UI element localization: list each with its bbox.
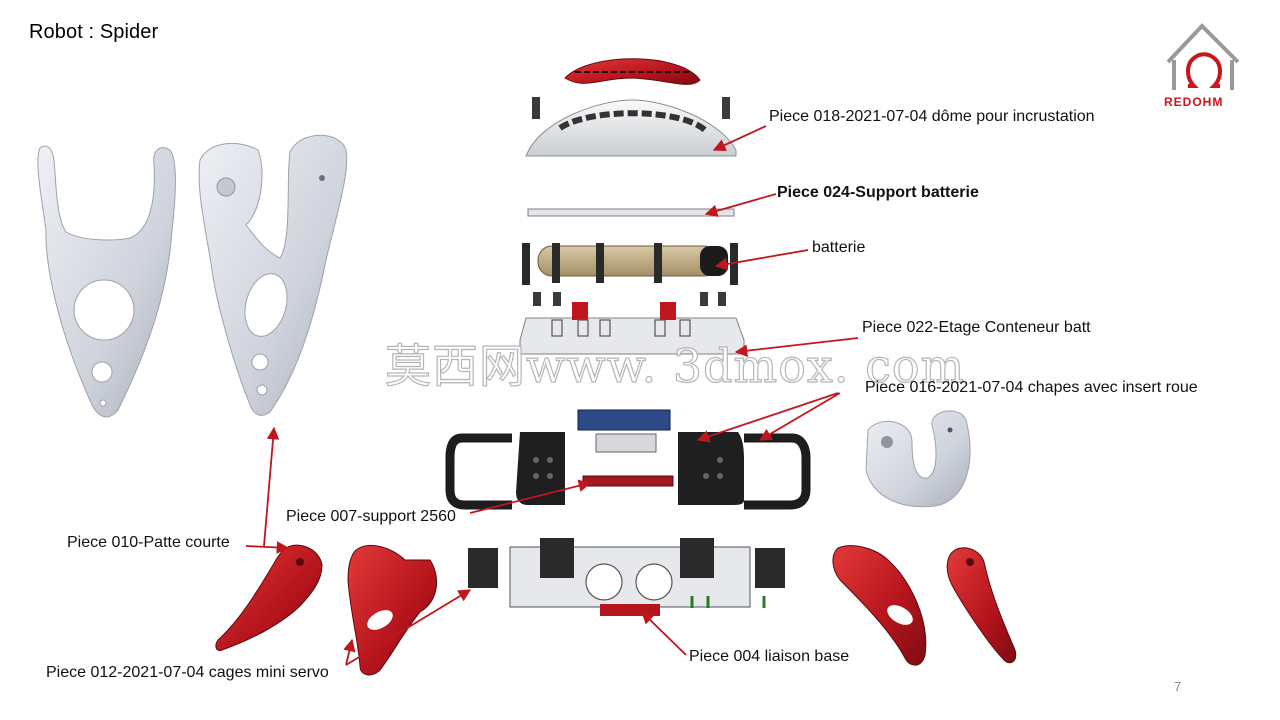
battery-support-part bbox=[527, 208, 735, 217]
controller-board-support bbox=[577, 409, 674, 487]
base-assembly bbox=[468, 538, 785, 616]
label-battery-container: Piece 022-Etage Conteneur batt bbox=[862, 319, 1091, 336]
label-battery: batterie bbox=[812, 239, 866, 256]
logo-text: REDOHM bbox=[1164, 95, 1224, 109]
dome-part bbox=[525, 58, 737, 157]
arrow-battery-container bbox=[734, 337, 859, 357]
clevis-parts bbox=[445, 432, 811, 510]
omega-house-logo-icon bbox=[1166, 23, 1240, 90]
clevis-part-standalone bbox=[865, 410, 971, 508]
arrow-dome bbox=[712, 125, 767, 151]
arrow-battery bbox=[714, 249, 809, 271]
page-number: 7 bbox=[1174, 679, 1182, 694]
arrow-servo-cages-2 bbox=[343, 638, 356, 666]
short-leg-part-front-view bbox=[37, 145, 176, 418]
arrow-support-2560 bbox=[469, 479, 592, 514]
label-support-2560: Piece 007-support 2560 bbox=[286, 508, 456, 525]
label-battery-support: Piece 024-Support batterie bbox=[777, 184, 979, 201]
arrow-battery-support bbox=[704, 193, 777, 217]
battery-container-part bbox=[519, 302, 745, 355]
arrow-clevis-1 bbox=[696, 392, 839, 443]
arrow-clevis-2 bbox=[758, 392, 841, 441]
watermark-text: 莫西网www. 3dmox. com bbox=[384, 338, 966, 393]
arrow-short-leg-right bbox=[245, 541, 290, 554]
callout-arrows bbox=[245, 125, 859, 666]
short-leg-part-side-view bbox=[198, 134, 348, 416]
label-clevis: Piece 016-2021-07-04 chapes avec insert … bbox=[865, 379, 1198, 396]
label-base-link: Piece 004 liaison base bbox=[689, 648, 850, 665]
arrow-servo-cages-1 bbox=[345, 589, 472, 666]
slide-title: Robot : Spider bbox=[29, 21, 159, 43]
label-servo-cages: Piece 012-2021-07-04 cages mini servo bbox=[46, 664, 329, 681]
battery-part bbox=[522, 243, 738, 306]
redohm-logo: REDOHM bbox=[1158, 20, 1248, 112]
red-leg-parts bbox=[215, 544, 1017, 676]
label-short-leg: Piece 010-Patte courte bbox=[67, 534, 230, 551]
arrow-short-leg-up bbox=[263, 426, 280, 547]
label-dome: Piece 018-2021-07-04 dôme pour incrustat… bbox=[769, 108, 1095, 125]
arrow-base-link bbox=[641, 611, 687, 656]
